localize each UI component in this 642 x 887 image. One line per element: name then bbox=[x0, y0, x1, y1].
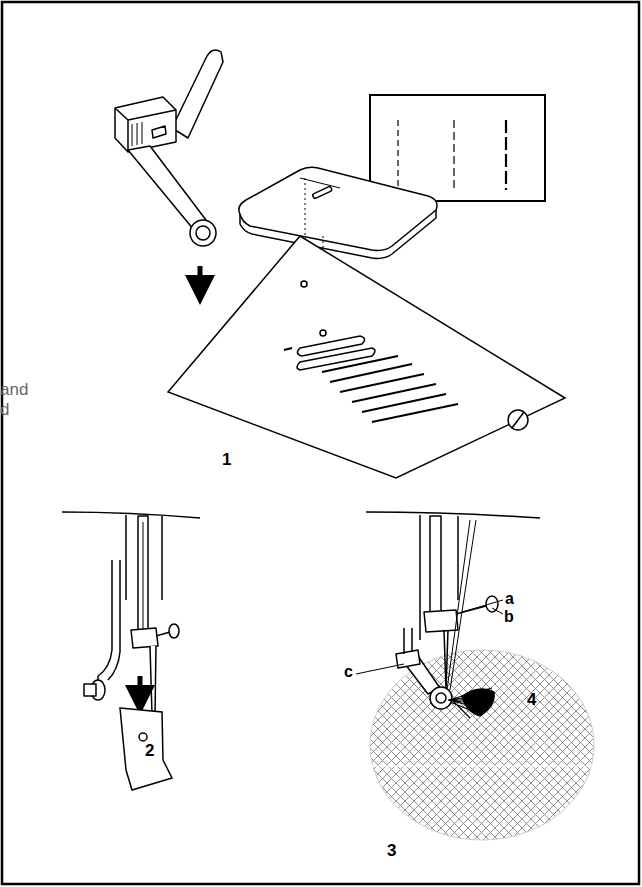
part-letter: a bbox=[505, 591, 514, 607]
cut-off-text: and bbox=[0, 381, 28, 398]
machine-head bbox=[62, 512, 200, 728]
fabric bbox=[370, 650, 594, 840]
needle-plate bbox=[168, 236, 565, 478]
thread-tail bbox=[448, 688, 494, 718]
foot-hole bbox=[139, 733, 147, 741]
direction-arrow bbox=[138, 676, 143, 700]
callout-number: 1 bbox=[222, 451, 231, 468]
machine-head bbox=[366, 512, 540, 709]
cut-off-text: d bbox=[0, 401, 9, 418]
callout-number: 2 bbox=[145, 742, 154, 759]
part-letter: b bbox=[504, 609, 514, 625]
callout-number: 3 bbox=[387, 842, 396, 859]
presser-foot bbox=[120, 708, 172, 790]
leader-line bbox=[356, 600, 503, 674]
fabric-fold bbox=[372, 765, 592, 767]
part-letter: c bbox=[344, 664, 353, 680]
callout-number: 4 bbox=[527, 691, 536, 708]
stitch-sample bbox=[370, 95, 545, 201]
darning-foot bbox=[115, 50, 223, 246]
direction-arrow bbox=[198, 266, 203, 290]
